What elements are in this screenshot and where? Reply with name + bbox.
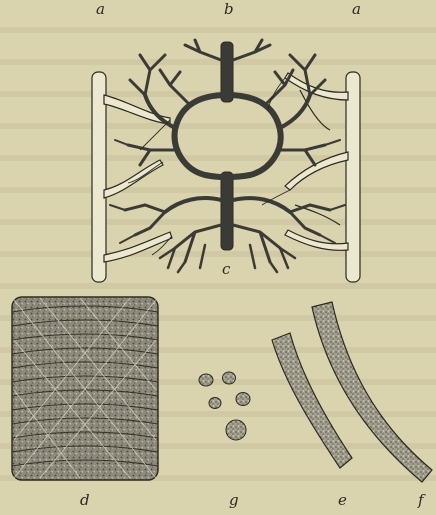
cells-figure	[199, 372, 250, 440]
fibre-vessel-figure	[12, 297, 158, 480]
label-a-right: a	[352, 2, 361, 17]
label-a-left: a	[96, 2, 105, 17]
label-f: f	[418, 493, 424, 508]
label-g: g	[229, 493, 239, 508]
label-b: b	[224, 2, 234, 17]
label-e: e	[338, 493, 347, 508]
label-c: c	[222, 262, 230, 277]
fibre-f-figure	[312, 302, 432, 482]
label-d: d	[80, 493, 90, 508]
capillary-network-figure	[92, 40, 360, 282]
left-vessel	[92, 72, 172, 282]
central-vein	[221, 42, 233, 250]
right-vessel	[285, 72, 360, 282]
